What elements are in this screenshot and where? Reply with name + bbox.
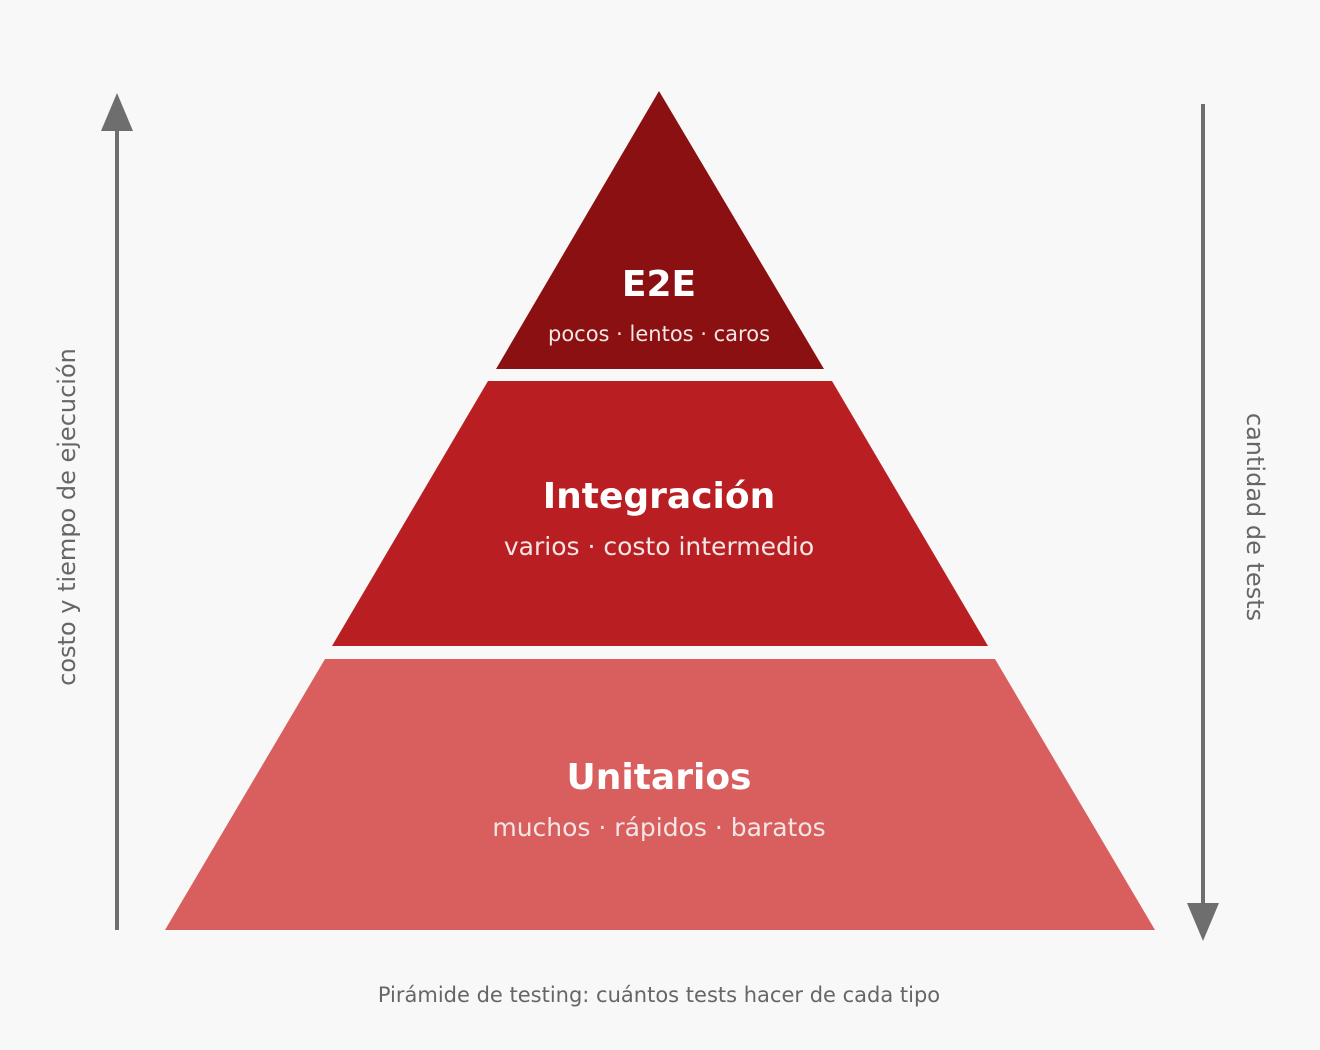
- arrow-down-icon: [1187, 903, 1219, 941]
- tier-integracion: Integración varios · costo intermedio: [332, 381, 988, 646]
- pyramid: E2E pocos · lentos · caros Integración v…: [165, 91, 1155, 930]
- left-axis: costo y tiempo de ejecución: [53, 93, 133, 930]
- tier-e2e-title: E2E: [622, 264, 696, 305]
- tier-unitarios-subtitle: muchos · rápidos · baratos: [492, 813, 825, 842]
- tier-e2e-subtitle: pocos · lentos · caros: [548, 322, 770, 346]
- tier-unitarios: Unitarios muchos · rápidos · baratos: [165, 659, 1155, 930]
- tier-integracion-title: Integración: [543, 476, 776, 517]
- left-axis-label: costo y tiempo de ejecución: [53, 348, 81, 686]
- right-axis: cantidad de tests: [1187, 104, 1269, 941]
- tier-integracion-shape: [332, 381, 988, 646]
- tier-unitarios-shape: [165, 659, 1155, 930]
- arrow-up-icon: [101, 93, 133, 131]
- right-axis-label: cantidad de tests: [1241, 413, 1269, 621]
- tier-e2e-shape: [496, 91, 824, 369]
- tier-unitarios-title: Unitarios: [567, 757, 752, 798]
- tier-e2e: E2E pocos · lentos · caros: [496, 91, 824, 369]
- diagram-caption: Pirámide de testing: cuántos tests hacer…: [378, 983, 940, 1007]
- tier-integracion-subtitle: varios · costo intermedio: [504, 532, 814, 561]
